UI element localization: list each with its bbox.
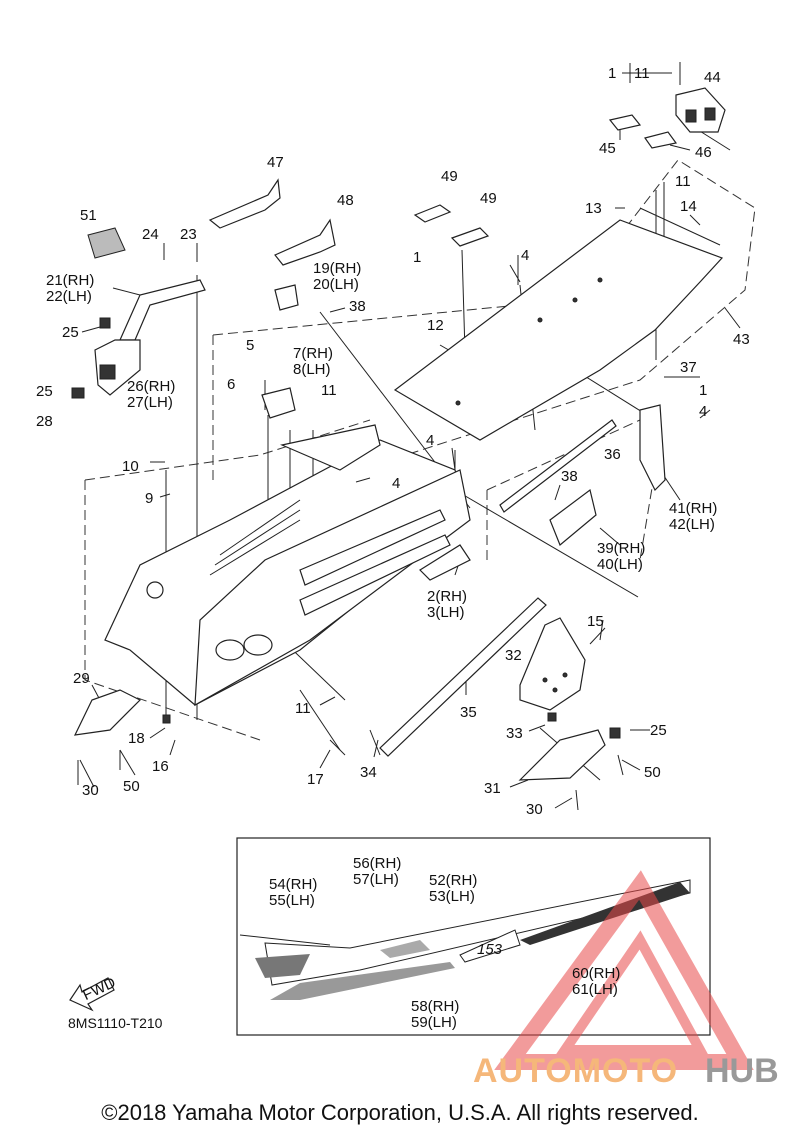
callout-32: 32 (505, 647, 522, 664)
callout-15: 15 (587, 613, 604, 630)
callout-26: 26(RH) (127, 378, 175, 395)
callout-34: 34 (360, 764, 377, 781)
callout-35: 35 (460, 704, 477, 721)
callout-58: 58(RH) (411, 998, 459, 1015)
tube-35 (379, 419, 617, 757)
callout-61: 61(LH) (572, 981, 618, 998)
assembly-outlines (84, 159, 756, 741)
callout-6: 6 (227, 376, 235, 393)
callout-11-top: 11 (634, 65, 650, 82)
rear-step-32 (519, 617, 586, 711)
decal-number: 153 (477, 941, 503, 958)
fwd-label: FWD (80, 974, 118, 1004)
callout-5: 5 (246, 337, 254, 354)
diagram-code: 8MS1110-T210 (68, 1015, 163, 1031)
tunnel-top-plate (393, 207, 724, 441)
callout-41: 41(RH) (669, 500, 717, 517)
callout-36: 36 (604, 446, 621, 463)
callout-17: 17 (307, 771, 324, 788)
callout-16: 16 (152, 758, 169, 775)
callout-42: 42(LH) (669, 516, 715, 533)
callout-39: 39(RH) (597, 540, 645, 557)
foot-guards (73, 689, 606, 781)
callout-22: 22(LH) (46, 288, 92, 305)
callout-55: 55(LH) (269, 892, 315, 909)
callout-50b: 50 (644, 764, 661, 781)
main-chassis (104, 424, 471, 707)
callout-50a: 50 (123, 778, 140, 795)
callout-25b: 25 (36, 383, 53, 400)
seat-pads-47-48 (208, 178, 336, 266)
callout-24: 24 (142, 226, 159, 243)
callout-1-top: 1 (608, 65, 616, 82)
callout-19: 19(RH) (313, 260, 361, 277)
callout-43: 43 (733, 331, 750, 348)
callout-48: 48 (337, 192, 354, 209)
callout-49b: 49 (480, 190, 497, 207)
callout-51: 51 (80, 207, 97, 224)
callout-2: 2(RH) (427, 588, 467, 605)
callout-46: 46 (695, 144, 712, 161)
callout-4a: 4 (521, 247, 529, 264)
callout-13: 13 (585, 200, 602, 217)
decal-inset (236, 837, 711, 1036)
callout-60: 60(RH) (572, 965, 620, 982)
callout-33: 33 (506, 725, 523, 742)
callout-11b: 11 (675, 173, 691, 190)
callout-9: 9 (145, 490, 153, 507)
callout-12: 12 (427, 317, 444, 334)
callout-52: 52(RH) (429, 872, 477, 889)
callout-59: 59(LH) (411, 1014, 457, 1031)
callout-21: 21(RH) (46, 272, 94, 289)
callout-38b: 38 (561, 468, 578, 485)
callout-25a: 25 (62, 324, 79, 341)
callout-25c: 25 (650, 722, 667, 739)
small-pads (413, 114, 678, 247)
callout-29: 29 (73, 670, 90, 687)
watermark-logo (494, 870, 754, 1070)
callout-14: 14 (680, 198, 697, 215)
callout-4b: 4 (426, 432, 434, 449)
callout-53: 53(LH) (429, 888, 475, 905)
callout-37: 37 (680, 359, 697, 376)
callout-20: 20(LH) (313, 276, 359, 293)
callout-47: 47 (267, 154, 284, 171)
callout-57: 57(LH) (353, 871, 399, 888)
copyright-notice: ©2018 Yamaha Motor Corporation, U.S.A. A… (101, 1100, 699, 1125)
callout-1-right: 1 (699, 382, 707, 399)
handle-bar-21 (87, 227, 206, 396)
callout-7: 7(RH) (293, 345, 333, 362)
callout-49a: 49 (441, 168, 458, 185)
clips (71, 284, 299, 419)
callout-30b: 30 (526, 801, 543, 818)
callout-labels: 1 11 44 45 46 47 48 49 49 13 11 14 51 24… (36, 65, 750, 1031)
callout-4-right: 4 (699, 403, 707, 420)
small-bolts (77, 264, 624, 811)
callout-31: 31 (484, 780, 501, 797)
top-rear-bracket (675, 62, 726, 133)
callout-28: 28 (36, 413, 53, 430)
callout-8: 8(LH) (293, 361, 331, 378)
side-panels (419, 404, 666, 581)
callout-4c: 4 (392, 475, 400, 492)
callout-38a: 38 (349, 298, 366, 315)
callout-56: 56(RH) (353, 855, 401, 872)
callout-44: 44 (704, 69, 721, 86)
callout-11d: 11 (295, 700, 311, 717)
callout-10: 10 (122, 458, 139, 475)
callout-23: 23 (180, 226, 197, 243)
callout-18: 18 (128, 730, 145, 747)
callout-3: 3(LH) (427, 604, 465, 621)
watermark-hub-text: HUB (705, 1052, 779, 1090)
callout-30a: 30 (82, 782, 99, 799)
callout-40: 40(LH) (597, 556, 643, 573)
callout-11c: 11 (321, 382, 337, 399)
callout-54: 54(RH) (269, 876, 317, 893)
watermark-auto-text: AUTOMOTO (473, 1052, 679, 1090)
callout-45: 45 (599, 140, 616, 157)
callout-27: 27(LH) (127, 394, 173, 411)
callout-1-mid: 1 (413, 249, 421, 266)
fwd-arrow-icon: FWD (69, 974, 118, 1012)
